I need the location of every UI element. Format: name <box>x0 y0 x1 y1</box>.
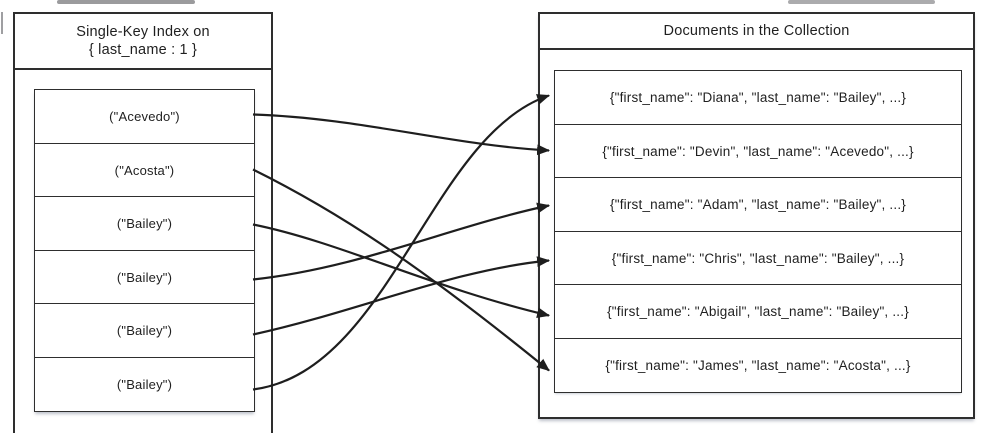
index-to-document-arrow <box>252 223 551 319</box>
documents-title: Documents in the Collection <box>663 23 850 39</box>
index-panel: Single-Key Index on { last_name : 1 } ("… <box>13 12 273 433</box>
screenshot-artifact <box>57 0 195 4</box>
index-entry: ("Bailey") <box>34 303 255 358</box>
document-row: {"first_name": "James", "last_name": "Ac… <box>554 337 962 393</box>
index-entry: ("Acevedo") <box>34 89 255 144</box>
index-panel-title: Single-Key Index on { last_name : 1 } <box>15 14 271 70</box>
index-to-document-arrow <box>252 168 550 372</box>
index-to-document-arrow <box>252 256 551 336</box>
index-to-document-arrow <box>252 113 551 156</box>
index-title-line1: Single-Key Index on <box>76 24 210 40</box>
document-row: {"first_name": "Devin", "last_name": "Ac… <box>554 123 962 179</box>
documents-panel: Documents in the Collection {"first_name… <box>538 12 975 419</box>
document-row: {"first_name": "Adam", "last_name": "Bai… <box>554 177 962 232</box>
index-to-document-arrow <box>252 94 551 391</box>
index-entry: ("Bailey") <box>34 196 255 251</box>
screenshot-artifact <box>788 0 935 4</box>
index-entry: ("Acosta") <box>34 142 255 198</box>
index-entry: ("Bailey") <box>34 356 255 412</box>
screenshot-artifact <box>1 12 3 34</box>
index-title-line2: { last_name : 1 } <box>88 42 198 58</box>
index-to-document-arrow <box>252 202 551 281</box>
document-row: {"first_name": "Chris", "last_name": "Ba… <box>554 230 962 286</box>
document-list: {"first_name": "Diana", "last_name": "Ba… <box>554 70 962 393</box>
documents-panel-title: Documents in the Collection <box>540 14 973 50</box>
document-row: {"first_name": "Abigail", "last_name": "… <box>554 284 962 339</box>
index-entry-list: ("Acevedo") ("Acosta") ("Bailey") ("Bail… <box>34 89 255 412</box>
document-row: {"first_name": "Diana", "last_name": "Ba… <box>554 70 962 125</box>
index-entry: ("Bailey") <box>34 249 255 305</box>
